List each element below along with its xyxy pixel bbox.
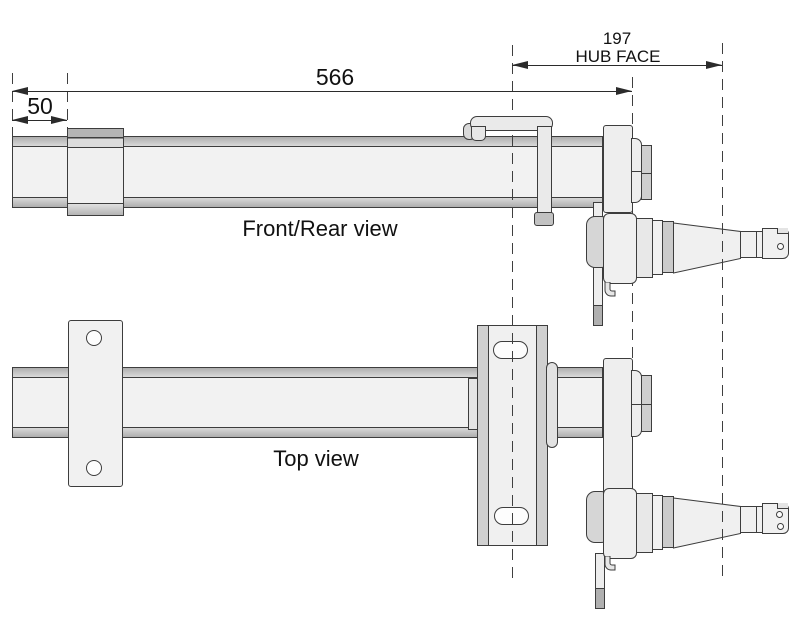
- top-view-left-plate-hole-upper: [86, 330, 102, 346]
- top-view-spring-plate-right-edge: [536, 326, 547, 545]
- front-rear-view-label: Front/Rear view: [242, 216, 398, 241]
- top-view-left-plate-hole-lower: [86, 460, 102, 476]
- front-view-flange-plate: [603, 125, 633, 213]
- top-view-u-bolt-tab: [546, 362, 558, 448]
- top-view-slot-lower: [494, 507, 529, 525]
- top-view-beam-top-edge: [13, 368, 602, 378]
- front-view-brake-arm-tip: [593, 305, 603, 326]
- dim-hub-face-label: HUB FACE: [575, 47, 661, 66]
- centerline-hub-face: [722, 43, 723, 580]
- top-view-spindle-keyway: [777, 503, 788, 509]
- top-view-brake-arm-tip: [595, 588, 605, 609]
- top-view-label: Top view: [273, 446, 359, 471]
- extension-line-clamp: [67, 73, 68, 131]
- dim-197-label: 197: [602, 29, 632, 48]
- dim-197-line: [512, 65, 722, 66]
- front-view-spindle-flange-block: [603, 213, 637, 284]
- extension-line-beam-end: [12, 73, 13, 137]
- dim-50-line: [12, 120, 67, 121]
- dim-566-line: [12, 91, 632, 92]
- top-view-slot-upper: [493, 341, 528, 359]
- dim-197-arrow-left: [512, 61, 528, 69]
- front-view-spindle-keyway: [777, 228, 788, 234]
- top-view-spindle-flange-block: [603, 488, 637, 559]
- top-view-hook: [604, 556, 616, 571]
- front-view-beam-bottom-edge: [13, 197, 602, 207]
- front-view-clamp-body: [67, 147, 124, 204]
- dim-566-arrow-left: [12, 87, 28, 95]
- top-view-spindle-thread: [740, 506, 763, 533]
- front-view-hook: [604, 282, 616, 297]
- top-view-hub-block: [641, 375, 652, 432]
- dim-50-label: 50: [27, 93, 53, 119]
- top-view-spindle-end: [762, 503, 789, 534]
- front-view-spindle-thread: [740, 231, 763, 258]
- front-view-clamp-bottom-cap: [67, 203, 124, 216]
- centerline-spring-seat: [512, 45, 513, 582]
- top-view-beam-bottom-edge: [13, 427, 602, 437]
- front-view-clamp-top-cap: [67, 128, 124, 148]
- top-view-spindle-pin-hole-upper: [776, 511, 783, 518]
- dim-50-arrow-left: [12, 116, 28, 124]
- dim-566-arrow-right: [616, 87, 632, 95]
- u-bolt-foot: [534, 212, 554, 226]
- u-bolt-right-leg: [537, 126, 552, 216]
- front-view-hub-block: [641, 145, 652, 200]
- front-view-spindle-pin-hole: [777, 243, 784, 250]
- u-bolt-left-leg: [471, 126, 486, 141]
- dim-50-arrow-right: [51, 116, 67, 124]
- dim-197-arrow-right: [706, 61, 722, 69]
- u-bolt-top-bar: [470, 116, 553, 131]
- top-view-spindle-taper: [673, 497, 741, 549]
- front-view-spindle-step-1: [636, 218, 653, 278]
- top-view-left-mount-plate: [68, 320, 123, 487]
- front-view-spindle-taper: [673, 222, 741, 274]
- top-view-spindle-step-1: [636, 493, 653, 553]
- top-view-spindle-pin-hole-lower: [777, 523, 784, 530]
- dim-566-label: 566: [315, 64, 355, 90]
- front-view-beam-top-edge: [13, 137, 602, 147]
- top-view-spring-plate-left-edge: [478, 326, 489, 545]
